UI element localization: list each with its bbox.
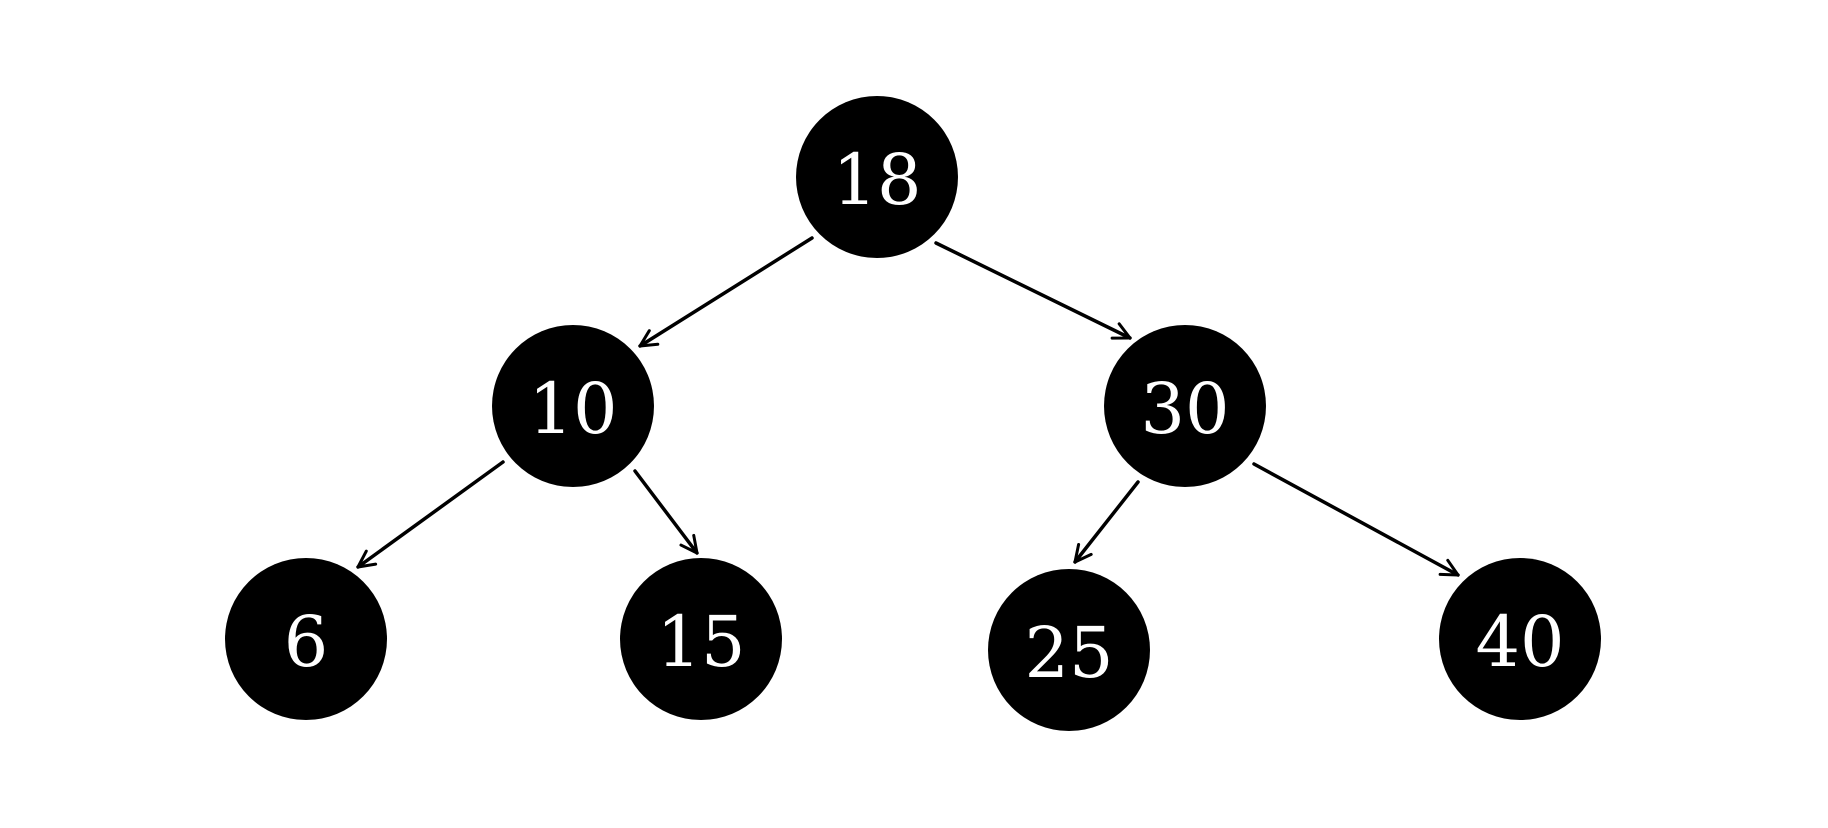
nodes: 18 10 30 6 15 25 40 bbox=[225, 96, 1601, 731]
tree-node-15: 15 bbox=[620, 558, 782, 720]
node-label: 40 bbox=[1475, 601, 1564, 683]
edges bbox=[356, 236, 1460, 577]
node-circle bbox=[988, 569, 1150, 731]
node-label: 15 bbox=[656, 601, 745, 683]
node-label: 30 bbox=[1140, 368, 1229, 450]
tree-node-40: 40 bbox=[1439, 558, 1601, 720]
edge-30-to-25 bbox=[1073, 480, 1140, 564]
node-label: 18 bbox=[832, 139, 921, 221]
node-circle bbox=[1104, 325, 1266, 487]
edge-30-to-40 bbox=[1252, 462, 1460, 577]
node-label: 10 bbox=[528, 368, 617, 450]
node-circle bbox=[492, 325, 654, 487]
tree-node-18: 18 bbox=[796, 96, 958, 258]
node-circle bbox=[1439, 558, 1601, 720]
node-circle bbox=[225, 558, 387, 720]
node-label: 6 bbox=[284, 601, 329, 683]
node-circle bbox=[620, 558, 782, 720]
tree-node-10: 10 bbox=[492, 325, 654, 487]
tree-node-6: 6 bbox=[225, 558, 387, 720]
edge-10-to-6 bbox=[356, 460, 505, 569]
node-circle bbox=[796, 96, 958, 258]
edge-18-to-10 bbox=[638, 236, 814, 348]
edge-10-to-15 bbox=[633, 469, 699, 555]
edge-18-to-30 bbox=[934, 241, 1132, 340]
tree-node-25: 25 bbox=[988, 569, 1150, 731]
tree-node-30: 30 bbox=[1104, 325, 1266, 487]
node-label: 25 bbox=[1024, 612, 1113, 694]
